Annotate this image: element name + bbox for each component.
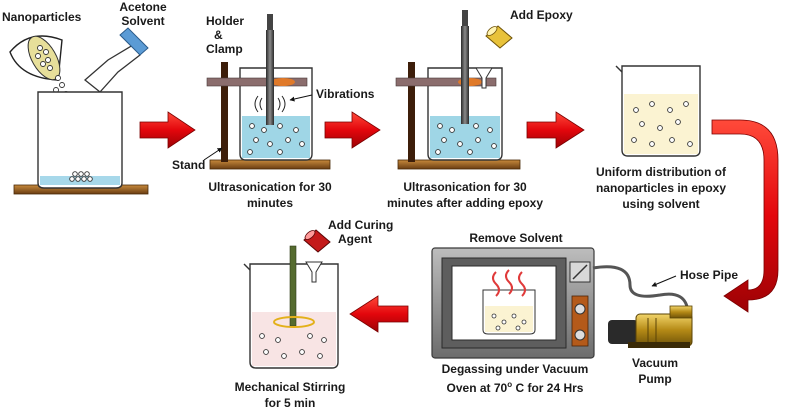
degree-mark: o	[507, 380, 513, 389]
flow-arrow-left	[349, 295, 409, 333]
holder-label-3: Clamp	[206, 42, 243, 56]
vacuum-pump-icon	[608, 305, 693, 348]
vacuum-oven	[431, 247, 595, 359]
vibrations-pointer	[289, 94, 313, 102]
acetone-label-2: Solvent	[121, 14, 165, 28]
step3-caption-1: Uniform distribution of	[596, 165, 726, 179]
oven-caption-2: Oven at 70o C for 24 Hrs	[430, 378, 600, 395]
flow-arrow-curved	[711, 119, 779, 313]
curing-agent-cup-icon	[303, 229, 331, 253]
vacuum-pump-label-1: Vacuum	[631, 356, 679, 370]
step2-caption-1: Ultrasonication for 30	[403, 180, 527, 194]
nanoparticle-cup-icon	[9, 35, 69, 103]
oven-caption-2a: Oven at 70	[446, 381, 508, 395]
stirring-beaker	[243, 245, 339, 369]
hose-pipe	[592, 265, 690, 313]
hose-pipe-label: Hose Pipe	[680, 268, 739, 282]
stir-caption-1: Mechanical Stirring	[234, 380, 346, 394]
vacuum-pump-label-2: Pump	[638, 372, 672, 386]
add-epoxy-label: Add Epoxy	[510, 8, 573, 22]
flow-arrow-2	[324, 111, 381, 149]
step2-caption-2: minutes after adding epoxy	[386, 196, 544, 210]
stir-caption-2: for 5 min	[264, 396, 316, 410]
beaker-epoxy	[615, 65, 701, 157]
step3-caption-2: nanoparticles in epoxy	[595, 181, 727, 195]
epoxy-cup-icon	[485, 25, 513, 49]
flow-arrow-3	[526, 111, 585, 149]
hose-pointer	[651, 275, 677, 287]
step1-caption-1: Ultrasonication for 30	[208, 180, 332, 194]
oven-caption-2b: C for 24 Hrs	[512, 381, 584, 395]
oven-caption-1: Degassing under Vacuum	[441, 362, 589, 376]
step1-caption-2: minutes	[246, 196, 293, 210]
holder-label-1: Holder	[206, 14, 245, 28]
step3-caption-3: using solvent	[622, 197, 700, 211]
beaker-1	[13, 91, 149, 195]
stand-label: Stand	[172, 158, 206, 172]
acetone-label-1: Acetone	[119, 0, 167, 14]
ultrasonicator-2	[395, 10, 521, 170]
remove-solvent-label: Remove Solvent	[469, 231, 563, 245]
holder-label-2: &	[214, 28, 223, 42]
nanoparticles-label: Nanoparticles	[2, 10, 82, 24]
ultrasonicator-1	[206, 14, 331, 170]
add-curing-label-2: Agent	[338, 232, 372, 246]
vibrations-label: Vibrations	[316, 87, 375, 101]
add-curing-label-1: Add Curing	[328, 218, 394, 232]
flow-arrow-1	[139, 111, 196, 149]
stand-pointer	[203, 147, 223, 161]
